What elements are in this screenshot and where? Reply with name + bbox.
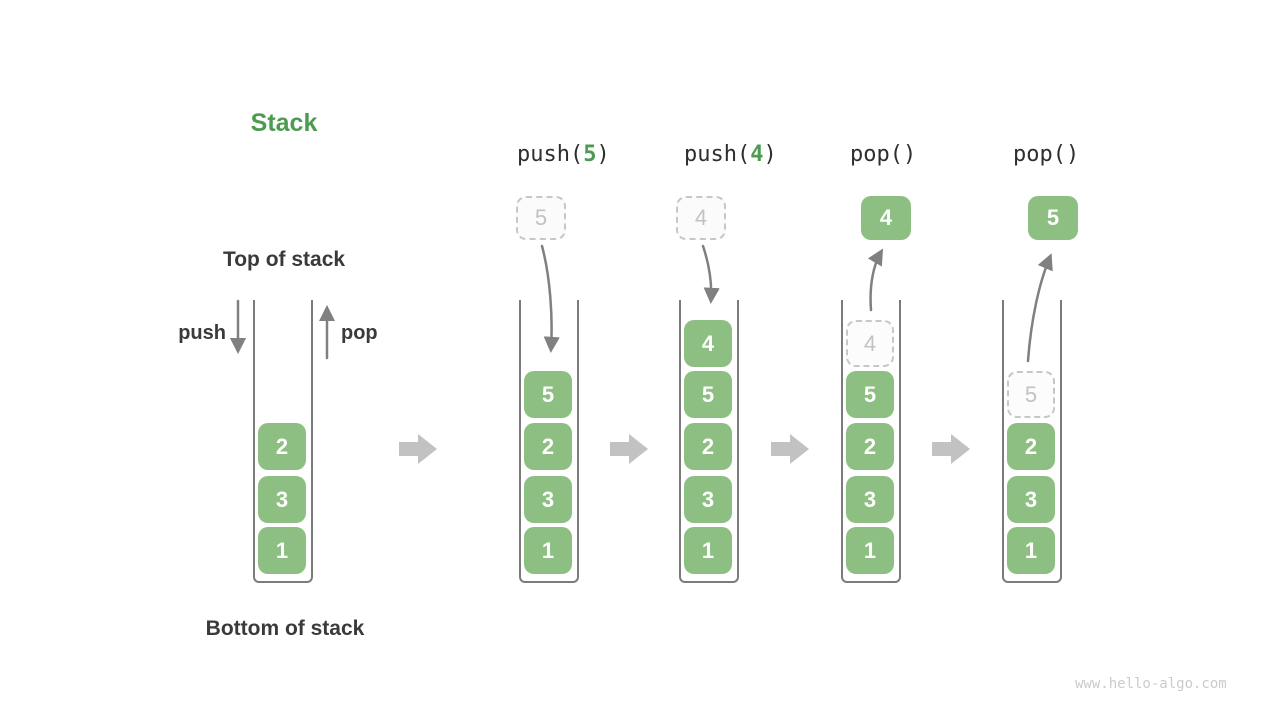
op-name: pop( [850,142,903,167]
incoming-value-box: 5 [516,196,566,240]
diagram-title: Stack [250,109,318,137]
incoming-value-box: 4 [676,196,726,240]
op-close: ) [1065,142,1080,167]
popped-value-box: 4 [861,196,911,240]
op-close: ) [596,142,610,167]
popped-slot-ghost: 5 [1007,371,1055,418]
stack-cell: 2 [846,423,894,470]
transition-arrow-icon [932,434,970,464]
operation-label-push-5: push(5) [517,142,610,167]
transition-arrow-icon [399,434,437,464]
stack-cell: 5 [846,371,894,418]
push-label: push [178,322,226,344]
stack-cell: 1 [258,527,306,574]
stack-cell: 1 [1007,527,1055,574]
pop-label: pop [341,322,378,344]
operation-label-pop-2: pop() [1013,142,1079,167]
operation-label-pop-1: pop() [850,142,916,167]
stack-cell: 3 [258,476,306,523]
stack-cell: 2 [1007,423,1055,470]
stack-cell: 4 [684,320,732,367]
stack-cell: 5 [684,371,732,418]
op-close: ) [763,142,777,167]
top-of-stack-label: Top of stack [222,248,346,271]
stack-cell: 5 [524,371,572,418]
op-name: push( [517,142,584,167]
transition-arrow-icon [771,434,809,464]
operation-label-push-4: push(4) [684,142,777,167]
stack-cell: 2 [684,423,732,470]
stack-cell: 3 [684,476,732,523]
op-name: push( [684,142,751,167]
popped-slot-ghost: 4 [846,320,894,367]
watermark: www.hello-algo.com [1075,676,1227,692]
stack-cell: 3 [846,476,894,523]
stack-cell: 3 [524,476,572,523]
popped-value-box: 5 [1028,196,1078,240]
stack-cell: 1 [846,527,894,574]
bottom-of-stack-label: Bottom of stack [205,617,365,640]
transition-arrow-icon [610,434,648,464]
insert-arrow-icon [701,244,720,305]
stack-cell: 1 [684,527,732,574]
stack-cell: 2 [524,423,572,470]
stack-cell: 3 [1007,476,1055,523]
op-argument: 5 [583,142,597,167]
stack-cell: 1 [524,527,572,574]
stack-cell: 2 [258,423,306,470]
op-name: pop( [1013,142,1066,167]
op-close: ) [902,142,917,167]
op-argument: 4 [750,142,764,167]
